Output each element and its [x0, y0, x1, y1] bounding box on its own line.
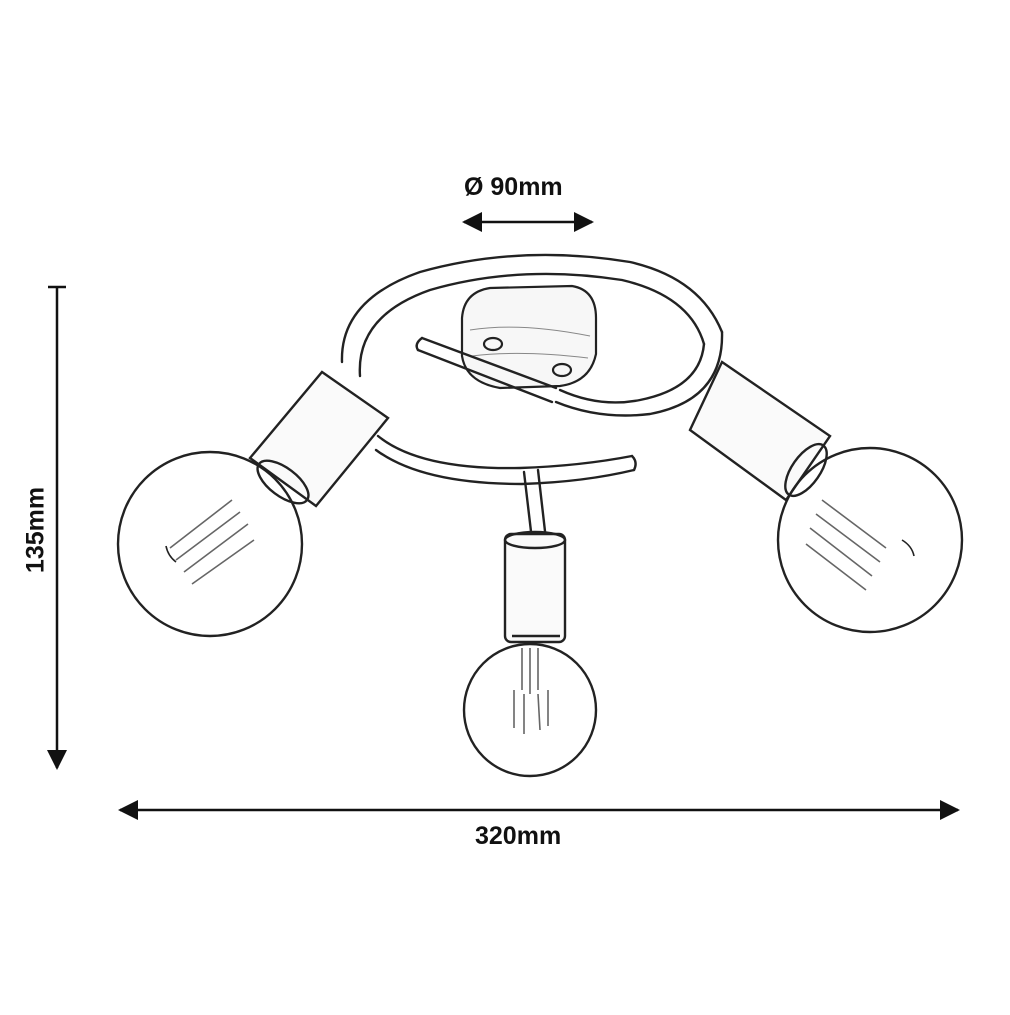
center-lamp	[462, 530, 598, 778]
left-bulb	[116, 450, 304, 638]
right-bulb	[776, 446, 964, 634]
right-socket	[688, 360, 832, 502]
width-dimension-label: 320mm	[475, 822, 562, 850]
left-socket	[248, 370, 390, 508]
height-dimension	[47, 285, 67, 770]
spiral-arm	[340, 253, 724, 542]
center-socket	[503, 530, 567, 644]
center-bulb	[462, 642, 598, 778]
ceiling-mount-plate	[460, 284, 598, 390]
diameter-dimension-label: Ø 90mm	[464, 173, 563, 201]
right-lamp	[688, 360, 964, 634]
left-lamp	[116, 370, 390, 638]
height-dimension-label: 135mm	[21, 486, 50, 574]
